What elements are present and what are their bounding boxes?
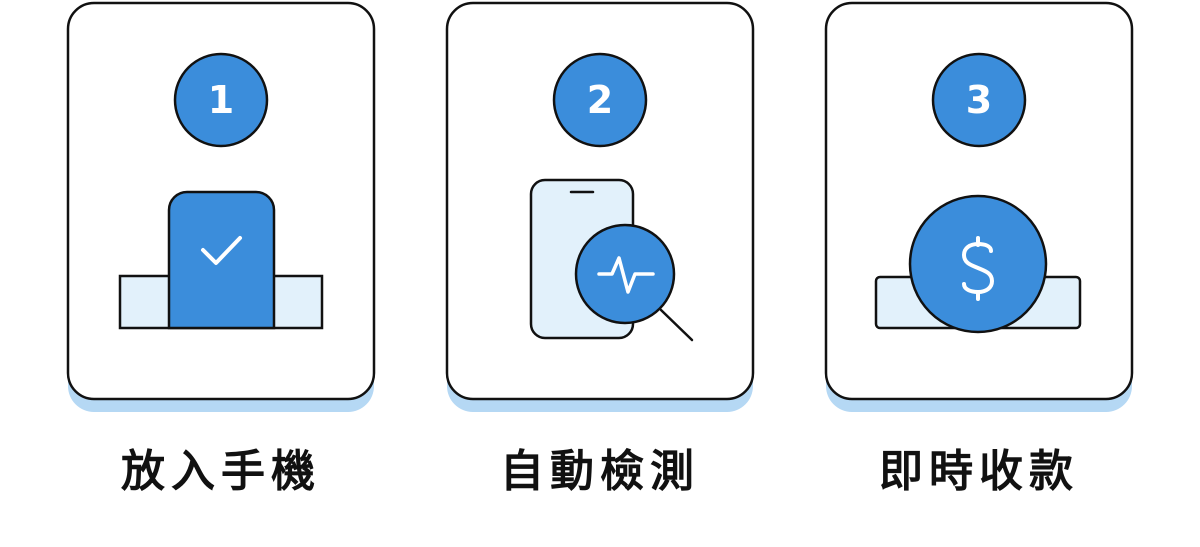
coin-in-slot-dollar-icon (874, 194, 1082, 334)
step-1: 1 放入手機 (66, 0, 376, 547)
dollar-icon (962, 236, 994, 301)
step-2-badge (552, 52, 648, 148)
step-1-card (66, 1, 376, 412)
pulse-icon (597, 256, 655, 294)
step-3-card (824, 1, 1134, 412)
step-3: 3 即時收款 (824, 0, 1134, 547)
step-3-caption: 即時收款 (879, 446, 1079, 497)
phone-in-slot-check-icon (118, 190, 324, 330)
phone-magnifier-pulse-icon (529, 178, 694, 342)
step-2-caption: 自動檢測 (500, 446, 700, 497)
step-3-badge (931, 52, 1027, 148)
step-1-badge (173, 52, 269, 148)
step-1-caption: 放入手機 (121, 446, 321, 497)
step-2-card (445, 1, 755, 412)
coin-icon (908, 194, 1048, 334)
check-icon (201, 236, 242, 265)
step-2: 2 自動檢測 (445, 0, 755, 547)
